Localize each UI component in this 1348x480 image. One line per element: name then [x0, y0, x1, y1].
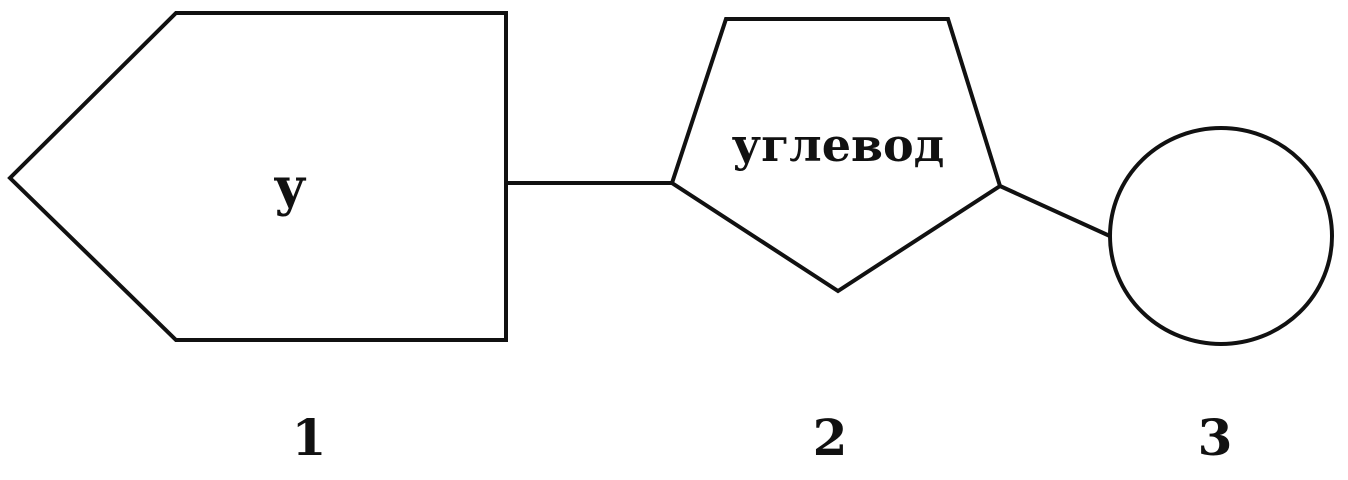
sugar-shape [669, 17, 1003, 294]
number-3: 3 [1198, 408, 1233, 467]
base-label: у [273, 157, 306, 218]
bond-sugar-phosphate [999, 184, 1113, 239]
number-2: 2 [813, 408, 848, 467]
number-1: 1 [292, 408, 327, 467]
sugar-label: углевод [732, 118, 945, 172]
phosphate-circle [1108, 126, 1334, 346]
base-shape [7, 11, 508, 342]
